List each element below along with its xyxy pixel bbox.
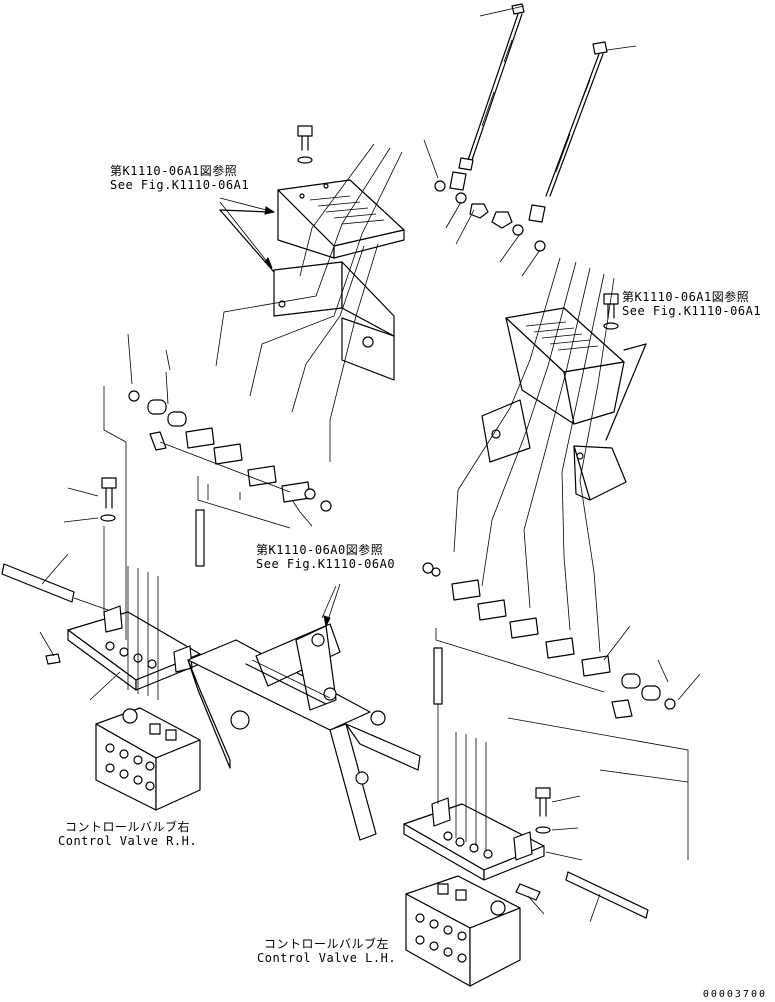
right-upper-bracket	[481, 399, 627, 501]
reference-arrows	[219, 197, 341, 628]
right-bracket-connectors	[453, 257, 615, 653]
valve-rh-label-en: Control Valve R.H.	[58, 834, 198, 848]
valve-rh-label: コントロールバルブ右 Control Valve R.H.	[58, 820, 197, 848]
ref-label-a0-en: See Fig.K1110-06A0	[256, 557, 396, 571]
control-valve-lh	[405, 875, 521, 987]
valve-lh-label: コントロールバルブ左 Control Valve L.H.	[257, 937, 396, 965]
ref-label-a1-left-jp: 第K1110-06A1図参照	[110, 164, 238, 178]
left-lever-assembly	[103, 333, 332, 529]
ref-label-a0-jp: 第K1110-06A0図参照	[256, 543, 384, 557]
ref-label-a0: 第K1110-06A0図参照 See Fig.K1110-06A0	[256, 543, 395, 571]
valve-rh-label-jp: コントロールバルブ右	[65, 820, 191, 834]
left-cover-bolt	[297, 125, 313, 164]
control-valve-rh	[95, 707, 201, 811]
rod-nuts-washers	[434, 180, 546, 252]
center-frame	[187, 585, 421, 841]
ref-label-a1-left-en: See Fig.K1110-06A1	[110, 178, 250, 192]
ref-label-a1-left: 第K1110-06A1図参照 See Fig.K1110-06A1	[110, 164, 249, 192]
ref-label-a1-right-jp: 第K1110-06A1図参照	[622, 290, 750, 304]
left-upper-cover	[277, 179, 405, 259]
valve-lh-label-jp: コントロールバルブ左	[264, 937, 390, 951]
left-upper-bracket	[273, 261, 395, 381]
drawing-code: 00003700	[702, 989, 767, 1000]
ref-label-a1-right-en: See Fig.K1110-06A1	[622, 304, 762, 318]
left-control-rod	[449, 3, 525, 191]
right-lever-assembly	[422, 562, 701, 860]
leader-lines-top	[423, 5, 637, 277]
right-control-rod	[528, 41, 608, 223]
valve-lh-label-en: Control Valve L.H.	[257, 951, 397, 965]
right-lower-parts	[403, 704, 649, 923]
left-lower-parts	[1, 477, 205, 701]
left-bracket-connectors	[215, 143, 403, 462]
ref-label-a1-right: 第K1110-06A1図参照 See Fig.K1110-06A1	[622, 290, 761, 318]
